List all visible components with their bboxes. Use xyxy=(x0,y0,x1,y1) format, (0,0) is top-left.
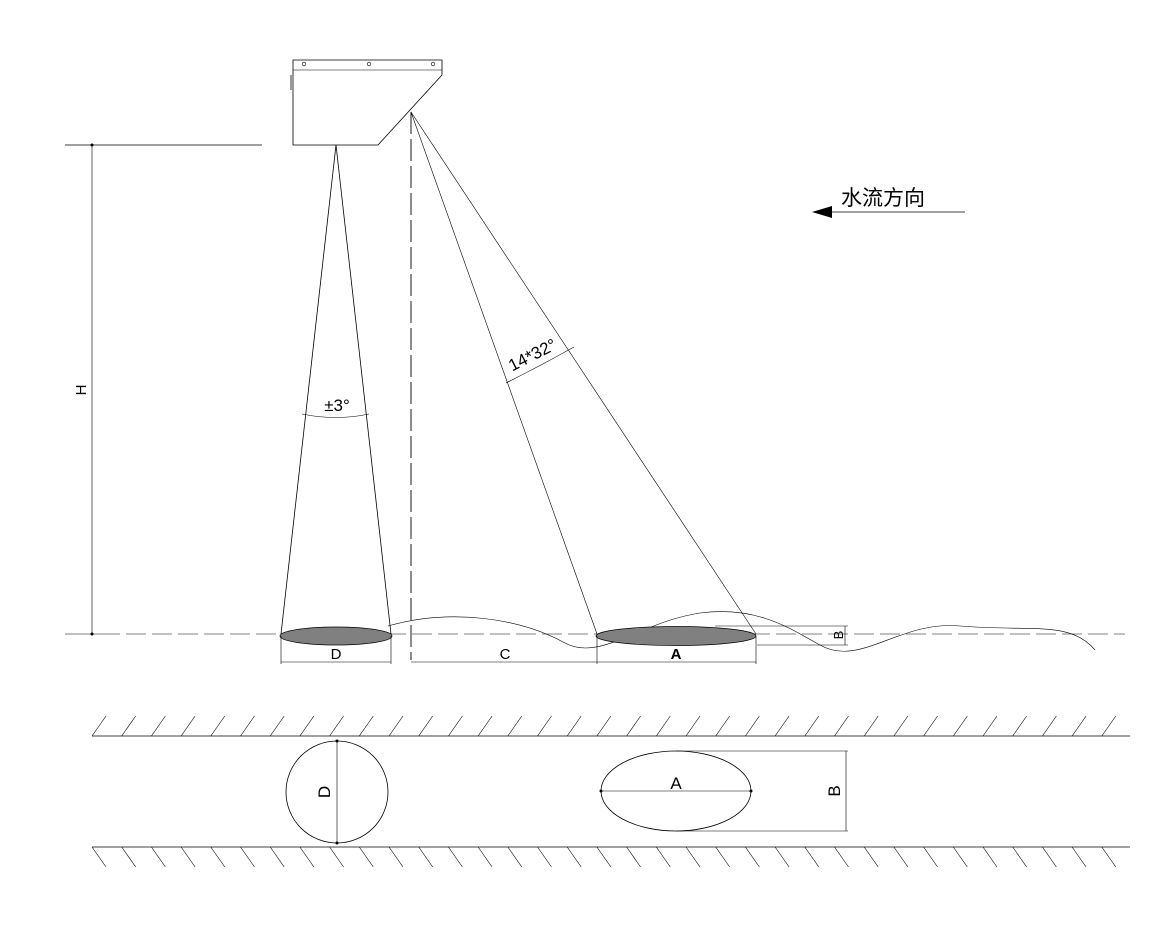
wall-hatch-mark xyxy=(745,846,760,868)
wall-hatch-mark xyxy=(299,846,315,868)
wall-hatch-mark xyxy=(1012,846,1027,868)
wall-hatch-mark xyxy=(656,846,671,868)
wall-hatch-mark xyxy=(121,846,136,868)
wall-hatch-mark xyxy=(537,715,552,737)
wall-hatch-mark xyxy=(804,715,820,737)
plan-d-label: D xyxy=(315,786,334,798)
wall-hatch-mark xyxy=(982,715,998,737)
plan-footprint-d-circle xyxy=(285,739,389,845)
wall-hatch-mark xyxy=(240,715,255,737)
wall-hatch-mark xyxy=(1101,715,1117,737)
wall-hatch-mark xyxy=(596,846,612,868)
wall-hatch-mark xyxy=(774,715,790,737)
wall-hatch-mark xyxy=(715,846,730,868)
footprint-a-label: A xyxy=(671,646,682,663)
wall-hatch-mark xyxy=(537,846,552,868)
height-dimension xyxy=(65,143,100,636)
plan-b-label: B xyxy=(825,785,844,796)
footprint-d-label: D xyxy=(331,646,342,663)
wall-hatch-mark xyxy=(448,846,463,868)
wall-hatch-mark xyxy=(745,715,760,737)
wall-hatch-mark xyxy=(1101,846,1117,868)
wall-hatch-mark xyxy=(1042,846,1057,868)
channel-bottom-wall xyxy=(91,846,1130,868)
wall-hatch-mark xyxy=(180,715,196,737)
wall-hatch-mark xyxy=(299,715,315,737)
wall-hatch-mark xyxy=(240,846,255,868)
wall-hatch-mark xyxy=(329,715,344,737)
wall-hatch-mark xyxy=(388,715,404,737)
wall-hatch-mark xyxy=(715,715,730,737)
channel-top-wall xyxy=(91,715,1130,737)
wall-hatch-mark xyxy=(448,715,463,737)
wall-hatch-mark xyxy=(388,846,404,868)
wall-hatch-mark xyxy=(1071,846,1087,868)
wave-b-dimension xyxy=(715,625,848,646)
wall-hatch-mark xyxy=(893,715,909,737)
wall-hatch-mark xyxy=(151,846,166,868)
height-label: H xyxy=(73,385,90,396)
wall-hatch-mark xyxy=(269,846,285,868)
footprint-d-dimension xyxy=(280,636,392,664)
wall-hatch-mark xyxy=(269,715,285,737)
wall-hatch-mark xyxy=(329,846,344,868)
wall-hatch-mark xyxy=(1042,715,1057,737)
wall-hatch-mark xyxy=(1071,715,1087,737)
footprint-a-dimension xyxy=(597,636,757,664)
wall-hatch-mark xyxy=(656,715,671,737)
flow-direction-label: 水流方向 xyxy=(841,186,925,210)
wall-hatch-mark xyxy=(626,715,641,737)
wall-hatch-mark xyxy=(626,846,641,868)
wall-hatch-mark xyxy=(953,846,968,868)
wall-hatch-mark xyxy=(1012,715,1027,737)
footprint-d-ellipse xyxy=(279,626,393,646)
wall-hatch-mark xyxy=(566,846,582,868)
wall-hatch-mark xyxy=(953,715,968,737)
wall-hatch-mark xyxy=(923,846,938,868)
wall-hatch-mark xyxy=(507,846,523,868)
water-wave xyxy=(387,611,1096,652)
wall-hatch-mark xyxy=(210,846,226,868)
wall-hatch-mark xyxy=(91,715,107,737)
wall-hatch-mark xyxy=(804,846,820,868)
sensor-housing xyxy=(290,59,443,146)
wall-hatch-mark xyxy=(180,846,196,868)
wall-hatch-mark xyxy=(893,846,909,868)
wall-hatch-mark xyxy=(359,846,374,868)
wall-hatch-mark xyxy=(566,715,582,737)
flow-direction-arrow xyxy=(812,206,965,218)
wall-hatch-mark xyxy=(91,846,107,868)
wall-hatch-mark xyxy=(151,715,166,737)
plan-a-label: A xyxy=(670,774,682,793)
wave-b-label: B xyxy=(831,631,846,640)
wall-hatch-mark xyxy=(418,715,433,737)
wall-hatch-mark xyxy=(210,715,226,737)
wall-hatch-mark xyxy=(477,846,493,868)
vertical-beam-cone xyxy=(280,144,392,635)
wall-hatch-mark xyxy=(507,715,523,737)
wall-hatch-mark xyxy=(834,846,849,868)
wall-hatch-mark xyxy=(982,846,998,868)
wall-hatch-mark xyxy=(596,715,612,737)
offset-c-label: C xyxy=(500,646,511,663)
wall-hatch-mark xyxy=(477,715,493,737)
wall-hatch-mark xyxy=(863,846,879,868)
wall-hatch-mark xyxy=(685,846,701,868)
wall-hatch-mark xyxy=(418,846,433,868)
inclined-beam-cone xyxy=(410,111,757,635)
wall-hatch-mark xyxy=(834,715,849,737)
wall-hatch-mark xyxy=(685,715,701,737)
wall-hatch-mark xyxy=(121,715,136,737)
plan-b-dimension xyxy=(676,750,848,832)
footprint-a-ellipse xyxy=(595,626,757,646)
wall-hatch-mark xyxy=(359,715,374,737)
wall-hatch-mark xyxy=(774,846,790,868)
wall-hatch-mark xyxy=(863,715,879,737)
wall-hatch-mark xyxy=(923,715,938,737)
beam-angle-vertical-label: ±3° xyxy=(324,396,350,415)
offset-c-dimension xyxy=(411,636,598,664)
